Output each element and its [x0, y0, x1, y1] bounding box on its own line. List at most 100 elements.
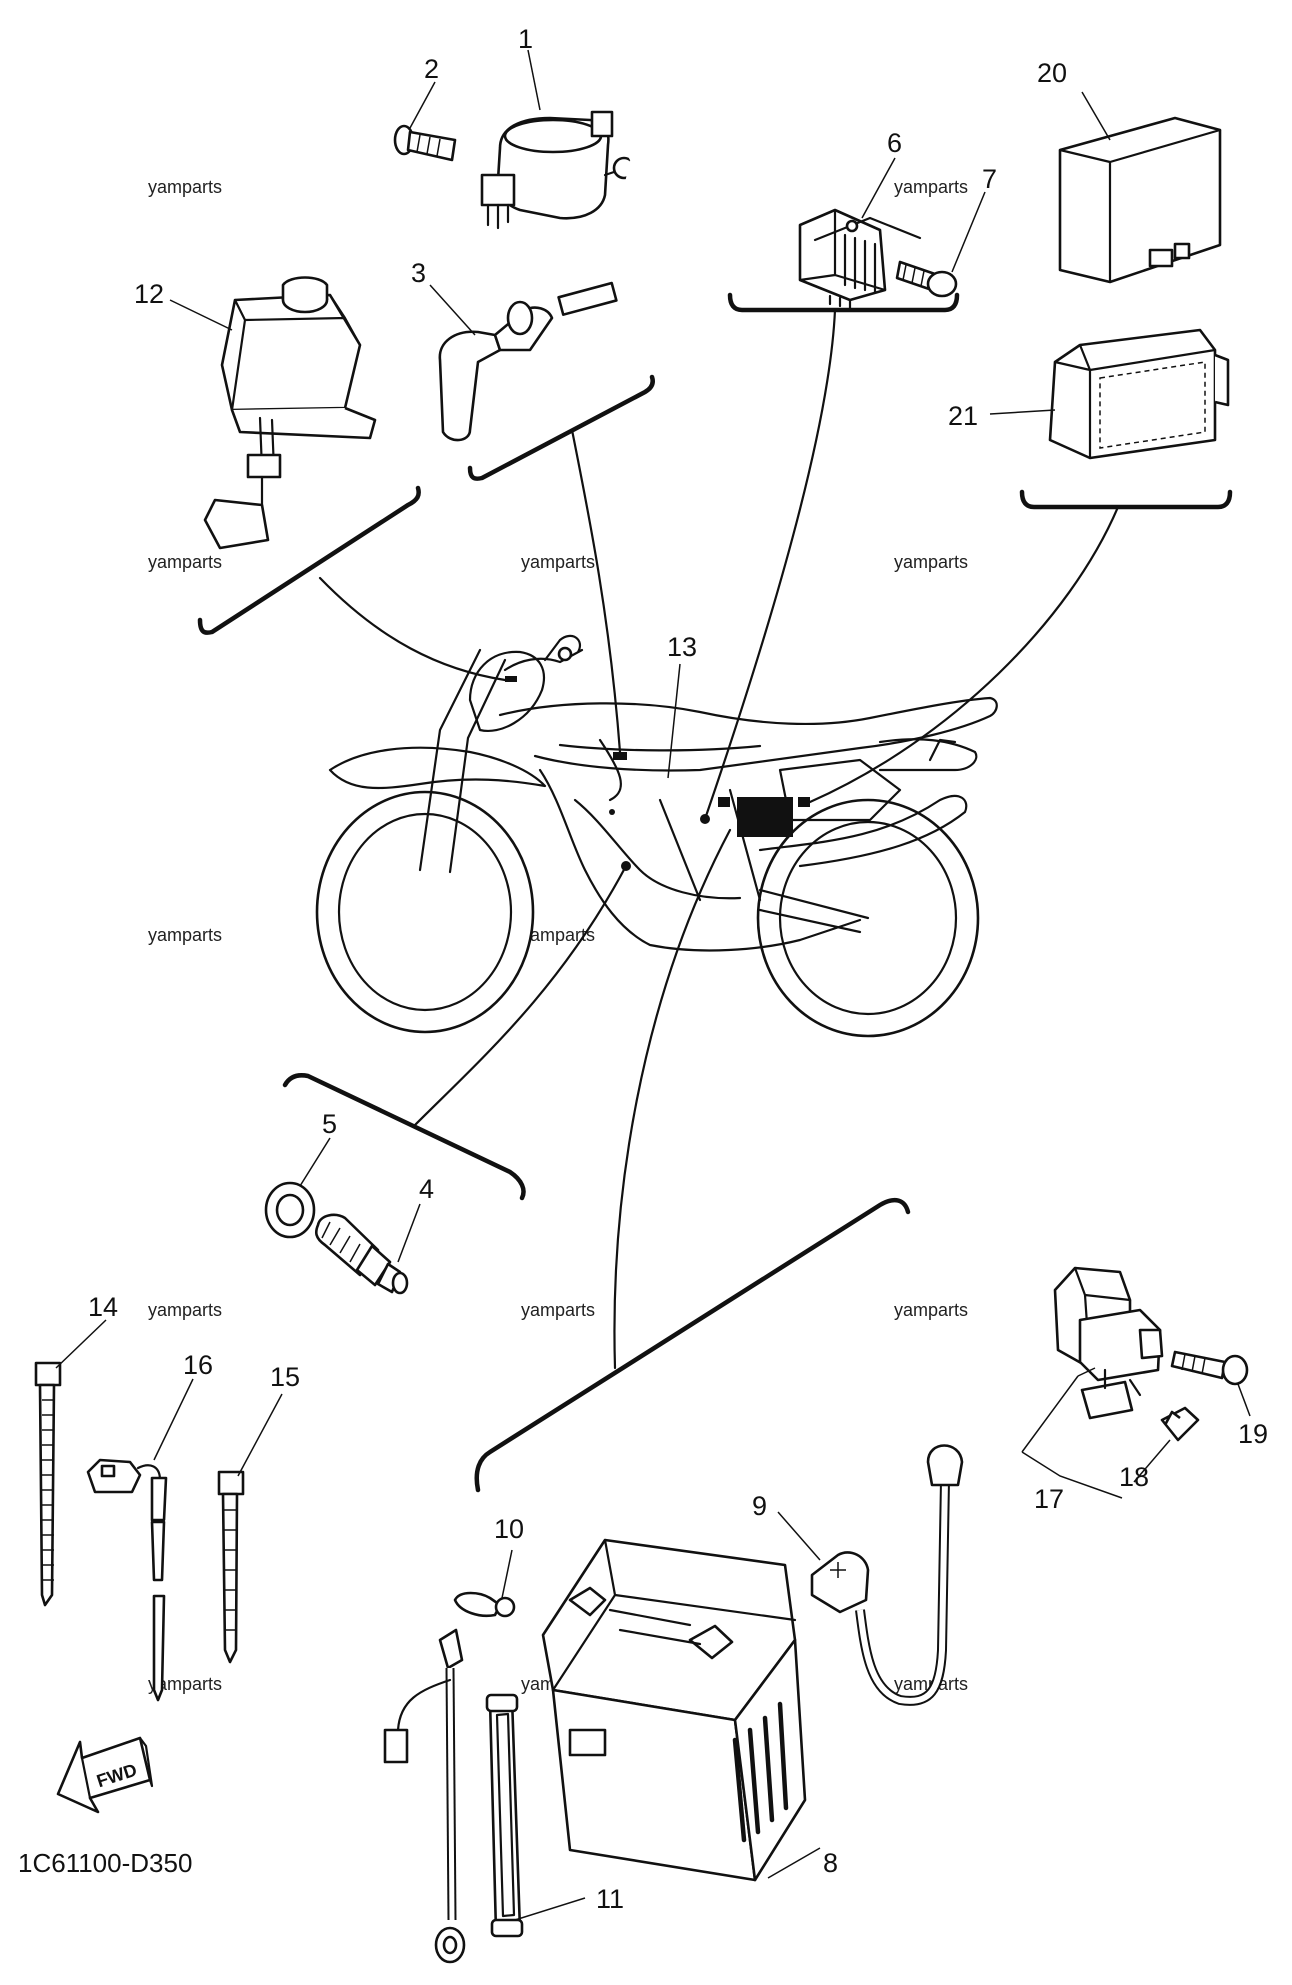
cdi-body	[1058, 116, 1222, 284]
front-fork	[418, 648, 507, 874]
fuse-body	[1160, 1406, 1200, 1442]
part-7-bolt	[895, 260, 958, 298]
callout-1: 1	[518, 24, 533, 54]
regulator-plate	[813, 216, 922, 242]
bracket-6-7	[727, 292, 960, 313]
band-inner	[495, 1712, 516, 1918]
bolt-thread	[416, 134, 441, 157]
part-19-bolt	[1170, 1350, 1249, 1386]
leader-5	[299, 1137, 331, 1187]
callout-15: 15	[270, 1362, 300, 1392]
sensor-terminal	[391, 1271, 409, 1295]
bracket-20-21	[1019, 489, 1233, 510]
battery-labels	[608, 1608, 702, 1646]
leader-7	[951, 191, 986, 273]
sensor-thread-lines	[321, 1221, 361, 1263]
part-20-cdi-unit	[1058, 116, 1222, 284]
callout-9: 9	[752, 1491, 767, 1521]
bracket-4-5	[282, 1073, 526, 1201]
cable-10-wire-inner	[447, 1667, 455, 1921]
relay-block	[1078, 1308, 1162, 1382]
coil-terminal-box	[480, 173, 516, 207]
marker-12	[505, 676, 517, 682]
tie-teeth	[224, 1509, 236, 1631]
relay-mount	[1080, 1380, 1134, 1420]
cable-9-plus	[830, 1562, 846, 1578]
callout-13: 13	[667, 632, 697, 662]
bolt-head	[926, 270, 958, 298]
bolt-thread	[902, 264, 925, 287]
part-2-bolt	[393, 124, 457, 162]
part-4-sensor	[314, 1213, 409, 1295]
watermark: yamparts	[148, 925, 222, 945]
cdi-edges	[1058, 128, 1222, 284]
bolt-shank	[406, 130, 457, 162]
watermark: yamparts	[894, 177, 968, 197]
engine	[573, 788, 762, 902]
fuse-cap	[1163, 1410, 1181, 1426]
cable-10-ring-hole	[442, 1935, 458, 1955]
part-10-ground-cable	[383, 1591, 516, 1964]
marker-3	[613, 752, 627, 760]
regulator-fins	[843, 233, 877, 294]
exhaust	[758, 794, 968, 868]
battery-vents	[732, 1701, 789, 1843]
callout-21: 21	[948, 401, 978, 431]
cable-9-boot	[926, 1444, 964, 1487]
bolt-shank	[1170, 1350, 1227, 1380]
motorcycle-outline	[315, 634, 998, 1038]
part-12-unit	[203, 276, 377, 550]
band-bottom-loop	[490, 1918, 524, 1938]
bolt-thread	[1181, 1353, 1206, 1375]
cable-9-terminal	[810, 1551, 870, 1614]
ht-lead-end	[557, 281, 618, 316]
part-15-cable-tie	[217, 1470, 245, 1664]
tank-seat	[498, 696, 998, 772]
part-17-relay	[1053, 1266, 1164, 1420]
seat-line	[558, 743, 762, 752]
tie-strap	[221, 1492, 239, 1664]
bracket-battery	[474, 1197, 911, 1493]
marker-dot	[609, 809, 615, 815]
cdi-connector	[1148, 248, 1174, 268]
leader-2	[409, 81, 436, 129]
part-11-battery-band	[485, 1693, 524, 1938]
leader-20-21	[808, 505, 1120, 804]
leader-17	[1021, 1367, 1123, 1499]
callout-19: 19	[1238, 1419, 1268, 1449]
rear-fender	[878, 738, 978, 772]
callout-14: 14	[88, 1292, 118, 1322]
washer-inner	[275, 1193, 305, 1227]
part-12-edges	[230, 293, 362, 412]
coil-mount-ear	[590, 110, 614, 138]
part-3-plug-cap	[438, 300, 554, 442]
leader-16	[153, 1378, 194, 1461]
relay-terminal	[1138, 1328, 1164, 1360]
harness-front	[598, 738, 622, 802]
plug-cap-body	[438, 330, 502, 442]
watermark: yamparts	[148, 1674, 222, 1694]
part-12-connector-a	[246, 453, 282, 479]
regulator-pins	[828, 294, 852, 310]
watermark: yamparts	[148, 177, 222, 197]
battery-terminal-neg	[568, 1586, 607, 1617]
marker-20	[798, 797, 810, 807]
frame-lower	[538, 768, 862, 952]
clamp-slot	[100, 1464, 116, 1478]
leader-9	[777, 1511, 821, 1561]
callout-3: 3	[411, 258, 426, 288]
leader-battery	[613, 828, 732, 1370]
callout-17: 17	[1034, 1484, 1064, 1514]
battery-front	[551, 1688, 757, 1882]
band-outer	[488, 1696, 522, 1934]
clamp-strap-c	[152, 1594, 166, 1702]
leader-12	[318, 576, 507, 682]
leader-6	[861, 157, 896, 219]
part-8-battery	[541, 1538, 807, 1882]
leader-1	[527, 49, 541, 111]
leader-21	[989, 409, 1056, 415]
cable-10-clip	[453, 1591, 502, 1618]
clamp-strap-b	[150, 1520, 166, 1582]
callout-11: 11	[596, 1884, 624, 1914]
